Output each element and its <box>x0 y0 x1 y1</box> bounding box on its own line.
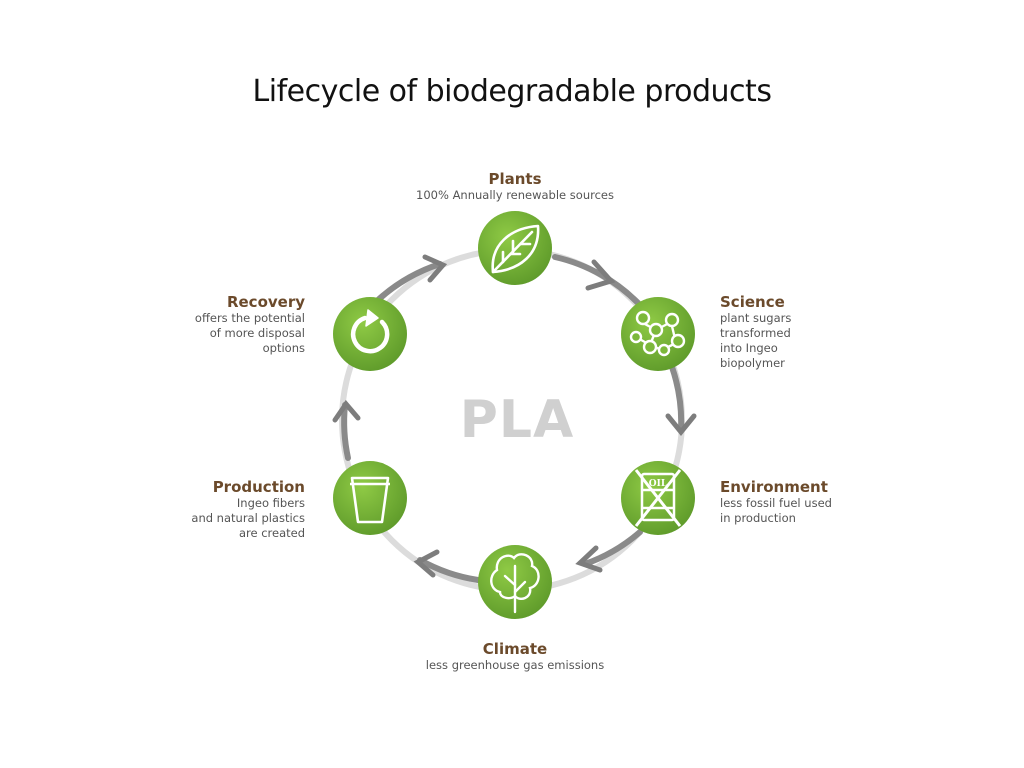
stage-label-production: Production Ingeo fibers and natural plas… <box>140 478 305 541</box>
arrow-head-climate-production <box>413 549 440 578</box>
cycle-arrows <box>332 254 697 583</box>
stage-description: 100% Annually renewable sources <box>416 188 614 202</box>
node-plants <box>478 211 552 285</box>
stage-title: Production <box>212 478 305 496</box>
stage-description: offers the potential of more disposal op… <box>194 311 305 355</box>
stage-description: plant sugars transformed into Ingeo biop… <box>720 311 792 370</box>
stage-description: less greenhouse gas emissions <box>425 658 605 672</box>
leaf-icon <box>491 224 540 274</box>
molecule-icon <box>629 310 686 357</box>
stage-title: Recovery <box>226 293 305 311</box>
page-title: Lifecycle of biodegradable products <box>252 74 772 109</box>
arrow-science-environment <box>669 364 685 433</box>
arrow-head-science-environment <box>665 413 697 436</box>
node-recovery <box>333 297 407 371</box>
node-production <box>333 461 407 535</box>
node-environment: OIL <box>621 461 695 535</box>
stage-description: Ingeo fibers and natural plastics are cr… <box>191 496 305 540</box>
node-science <box>621 297 695 371</box>
recycle-arrow-icon <box>350 309 390 354</box>
stage-title: Plants <box>488 170 542 188</box>
arrow-environment-climate <box>582 529 643 567</box>
stage-title: Environment <box>720 478 828 496</box>
oil-label: OIL <box>649 479 668 489</box>
cup-icon <box>350 476 390 524</box>
arrow-recovery-plants <box>375 261 443 303</box>
stage-label-climate: Climate less greenhouse gas emissions <box>340 640 690 673</box>
center-label-pla: PLA <box>459 390 575 450</box>
stage-title: Climate <box>482 640 548 658</box>
stage-label-science: Science plant sugars transformed into In… <box>720 293 890 371</box>
arrow-head-production-recovery <box>332 399 361 423</box>
arrow-plants-science <box>552 254 643 308</box>
arrow-head-environment-climate <box>575 545 603 573</box>
stage-label-environment: Environment less fossil fuel used in pro… <box>720 478 890 526</box>
arrow-production-recovery <box>341 402 351 461</box>
stage-label-recovery: Recovery offers the potential of more di… <box>140 293 305 356</box>
stage-description: less fossil fuel used in production <box>720 496 832 525</box>
no-oil-icon: OIL <box>634 469 682 527</box>
node-climate <box>478 545 552 619</box>
arrow-head-plants-science <box>585 259 616 291</box>
stage-label-plants: Plants 100% Annually renewable sources <box>340 170 690 203</box>
arrow-head-recovery-plants <box>422 254 448 283</box>
stage-title: Science <box>720 293 785 311</box>
tree-icon <box>490 553 540 614</box>
